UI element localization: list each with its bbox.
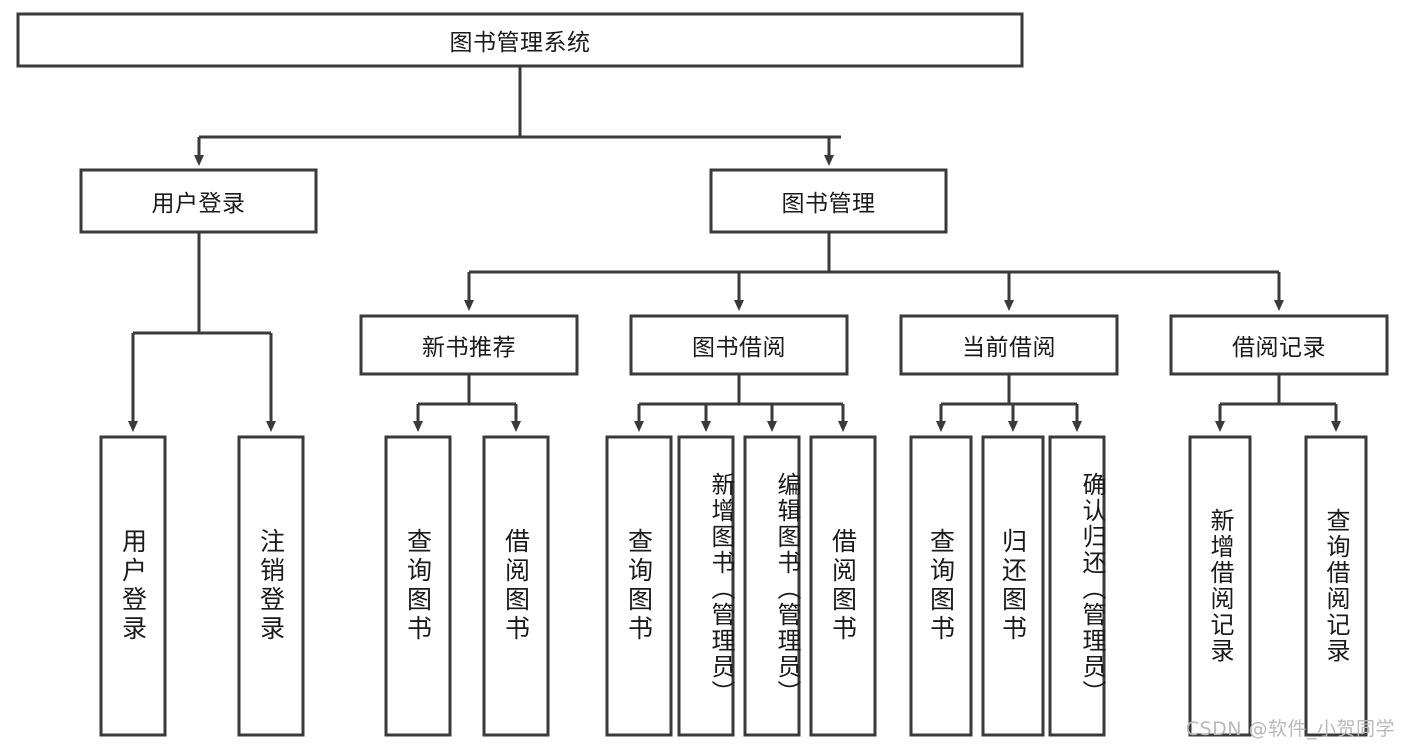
connector-bookmgmt-to-level3 xyxy=(464,232,1284,311)
connector-borrow-to-leaves xyxy=(634,374,848,432)
leaf-box[interactable] xyxy=(809,435,877,737)
connector-records-to-leaves xyxy=(1215,374,1341,432)
node-book-borrow-box[interactable] xyxy=(629,314,849,376)
node-book-management-box[interactable] xyxy=(709,168,948,234)
node-user-login-box[interactable] xyxy=(79,168,318,234)
connector-newbook-to-leaves xyxy=(413,374,521,432)
leaf-box[interactable] xyxy=(1188,435,1252,737)
connector-current-to-leaves xyxy=(936,374,1082,432)
leaf-box[interactable] xyxy=(605,435,673,737)
leaf-box[interactable] xyxy=(384,435,452,737)
node-new-book-recommend-box[interactable] xyxy=(359,314,579,376)
watermark-text: CSDN @软件_小贺同学 xyxy=(1185,718,1395,740)
leaf-box[interactable] xyxy=(743,435,801,737)
connector-userlogin-to-leaves xyxy=(128,232,276,432)
leaf-box[interactable] xyxy=(482,435,550,737)
node-root-box[interactable] xyxy=(16,12,1024,68)
leaf-box[interactable] xyxy=(1048,435,1106,737)
leaf-box[interactable] xyxy=(237,435,305,737)
leaf-box[interactable] xyxy=(1304,435,1368,737)
leaf-box[interactable] xyxy=(99,435,167,737)
leaf-box[interactable] xyxy=(909,435,973,737)
leaf-box[interactable] xyxy=(981,435,1045,737)
node-current-borrow-box[interactable] xyxy=(899,314,1119,376)
node-borrow-record-box[interactable] xyxy=(1169,314,1389,376)
connector-root-to-level2 xyxy=(194,66,841,166)
leaf-box[interactable] xyxy=(677,435,735,737)
